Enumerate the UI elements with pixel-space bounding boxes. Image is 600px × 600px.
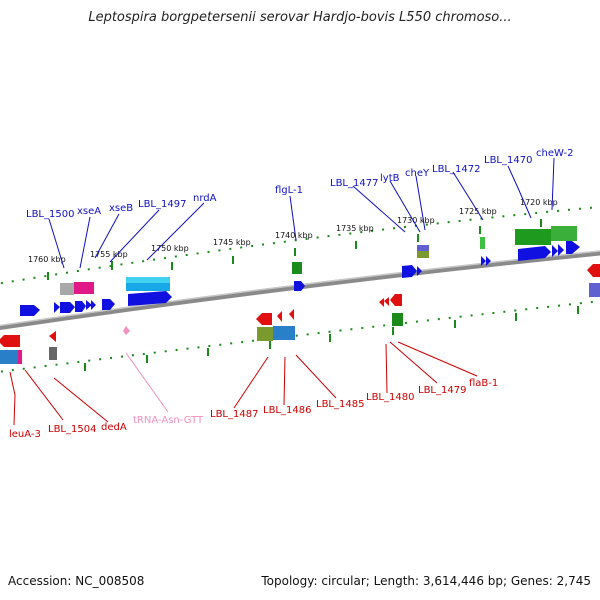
gene-arrow-forward [558, 244, 564, 256]
gene-label-forward[interactable]: flgL-1 [275, 185, 303, 196]
gene-arrow-forward [552, 245, 558, 257]
feature-block [60, 283, 74, 295]
gene-label-forward[interactable]: LBL_1470 [484, 155, 532, 166]
gene-arrow-forward [20, 305, 40, 316]
gene-arrow-reverse [379, 298, 384, 307]
gene-arrow-reverse [0, 335, 20, 347]
trna-feature [123, 326, 130, 335]
reverse-gene-features[interactable] [0, 264, 600, 347]
feature-block [126, 277, 170, 283]
gene-label-forward[interactable]: LBL_1500 [26, 209, 74, 220]
gene-label-forward[interactable]: cheW-2 [536, 148, 573, 159]
feature-block [0, 350, 18, 364]
gene-label-forward[interactable]: lytB [380, 173, 400, 184]
gene-label-reverse[interactable]: LBL_1486 [263, 405, 311, 416]
gene-arrow-forward [54, 302, 60, 313]
inner-tick-track [0, 300, 600, 373]
feature-block [515, 229, 551, 245]
gene-arrow-reverse [587, 264, 600, 277]
gene-label-trna[interactable]: tRNA-Asn-GTT [133, 415, 204, 426]
outer-tick-track [0, 205, 600, 285]
gene-arrow-forward [402, 265, 417, 278]
topology-text: Topology: circular; Length: 3,614,446 bp… [261, 574, 591, 588]
gene-arrow-reverse [289, 309, 294, 320]
forward-leader-lines [48, 157, 555, 269]
gene-label-reverse[interactable]: dedA [101, 422, 127, 433]
forward-feature-blocks[interactable] [60, 226, 577, 295]
gene-label-reverse[interactable]: LBL_1485 [316, 399, 364, 410]
reverse-feature-blocks[interactable] [0, 283, 600, 364]
feature-block [74, 282, 94, 294]
gene-label-forward[interactable]: cheY [405, 168, 430, 179]
gene-arrow-forward [86, 300, 92, 310]
gene-arrow-reverse [256, 313, 272, 325]
gene-label-reverse[interactable]: LBL_1504 [48, 424, 96, 435]
gene-arrow-forward [486, 256, 491, 266]
outer-major-ticks [47, 219, 542, 280]
gene-label-forward[interactable]: LBL_1477 [330, 178, 378, 189]
gene-label-reverse[interactable]: LBL_1487 [210, 409, 258, 420]
trna-leader-line [125, 352, 169, 413]
feature-block [126, 283, 170, 291]
feature-block [589, 283, 600, 297]
kbp-tick-label: 1760 kbp [28, 255, 66, 264]
map-title: Leptospira borgpetersenii serovar Hardjo… [88, 10, 512, 25]
gene-arrow-forward [128, 291, 172, 306]
footer-topology: Topology: circular; Length: 3,614,446 bp… [261, 574, 591, 588]
kbp-tick-label: 1750 kbp [151, 244, 189, 253]
feature-block [417, 251, 429, 258]
gene-arrow-reverse [384, 297, 389, 306]
inner-major-ticks [84, 306, 579, 371]
gene-arrow-forward [417, 266, 422, 276]
gene-arrow-forward [294, 281, 305, 291]
accession-text: Accession: NC_008508 [8, 574, 145, 588]
gene-label-reverse[interactable]: LBL_1479 [418, 385, 466, 396]
gene-arrow-forward [566, 241, 580, 254]
forward-gene-features[interactable] [20, 241, 580, 316]
gene-label-forward[interactable]: xseB [109, 203, 133, 214]
gene-label-forward[interactable]: xseA [77, 206, 101, 217]
gene-arrow-forward [481, 256, 486, 266]
kbp-tick-label: 1740 kbp [275, 231, 313, 240]
feature-block [292, 262, 302, 274]
gene-label-forward[interactable]: LBL_1472 [432, 164, 480, 175]
gene-arrow-reverse [277, 311, 282, 322]
gene-arrow-forward [60, 302, 75, 313]
gene-label-forward[interactable]: LBL_1497 [138, 199, 186, 210]
kbp-tick-label: 1730 kbp [397, 216, 435, 225]
gene-arrow-reverse [390, 294, 402, 306]
kbp-tick-label: 1720 kbp [520, 198, 558, 207]
gene-arrow-reverse [49, 331, 56, 342]
feature-block [257, 327, 273, 341]
feature-block [417, 245, 429, 251]
feature-block [273, 326, 295, 340]
feature-block [49, 347, 57, 360]
feature-block [551, 226, 577, 241]
gene-arrow-forward [91, 300, 96, 310]
gene-arrow-forward [518, 246, 551, 261]
gene-label-forward[interactable]: nrdA [193, 193, 217, 204]
kbp-tick-label: 1735 kbp [336, 224, 374, 233]
gene-arrow-forward [102, 299, 115, 310]
gene-label-reverse[interactable]: leuA-3 [9, 429, 41, 440]
feature-block [392, 313, 403, 326]
kbp-tick-label: 1755 kbp [90, 250, 128, 259]
feature-block [480, 237, 485, 249]
kbp-tick-label: 1745 kbp [213, 238, 251, 247]
footer-accession: Accession: NC_008508 [8, 574, 144, 588]
gene-label-reverse[interactable]: LBL_1480 [366, 392, 414, 403]
feature-block [18, 350, 22, 364]
reverse-leader-lines [9, 341, 478, 426]
gene-label-reverse[interactable]: flaB-1 [469, 378, 498, 389]
gene-arrow-forward [75, 301, 86, 312]
